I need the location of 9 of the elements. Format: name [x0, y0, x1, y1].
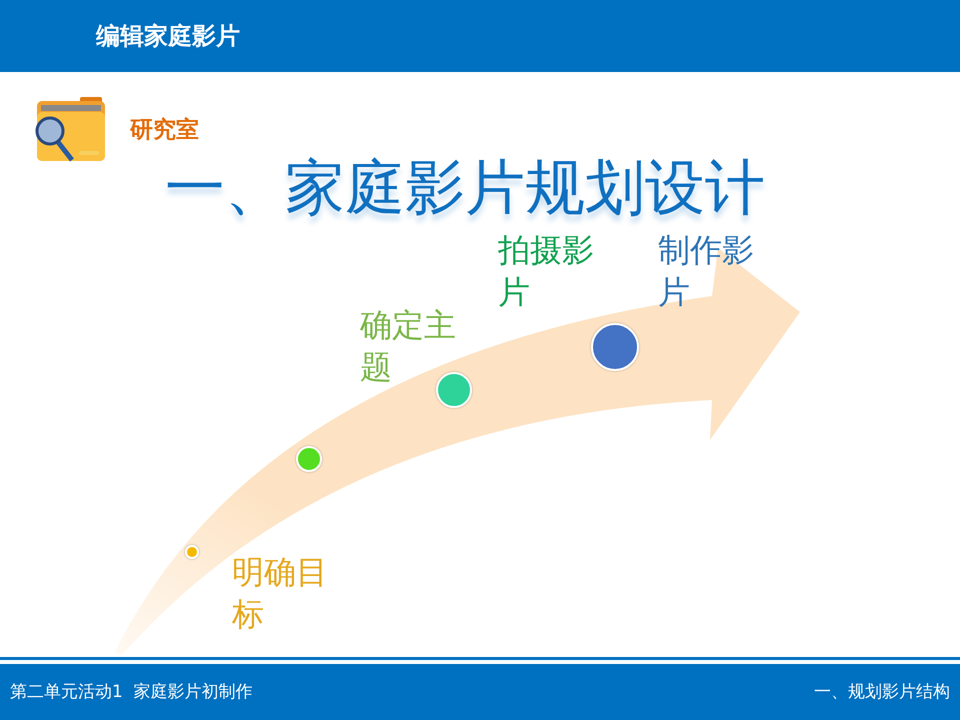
footer-text: 一、规划影片结构 — [814, 681, 950, 703]
step-label: 明确目标 — [232, 552, 329, 635]
step-label: 拍摄影片 — [498, 230, 595, 313]
section-label: 研究室 — [130, 116, 199, 145]
header-title: 编辑家庭影片 — [96, 21, 240, 52]
slide-title: 一、家庭影片规划设计 — [165, 152, 765, 225]
step-label: 制作影片 — [658, 230, 755, 313]
footer-text: 第二单元活动1 家庭影片初制作 — [10, 681, 253, 703]
step-label: 确定主题 — [360, 305, 457, 388]
